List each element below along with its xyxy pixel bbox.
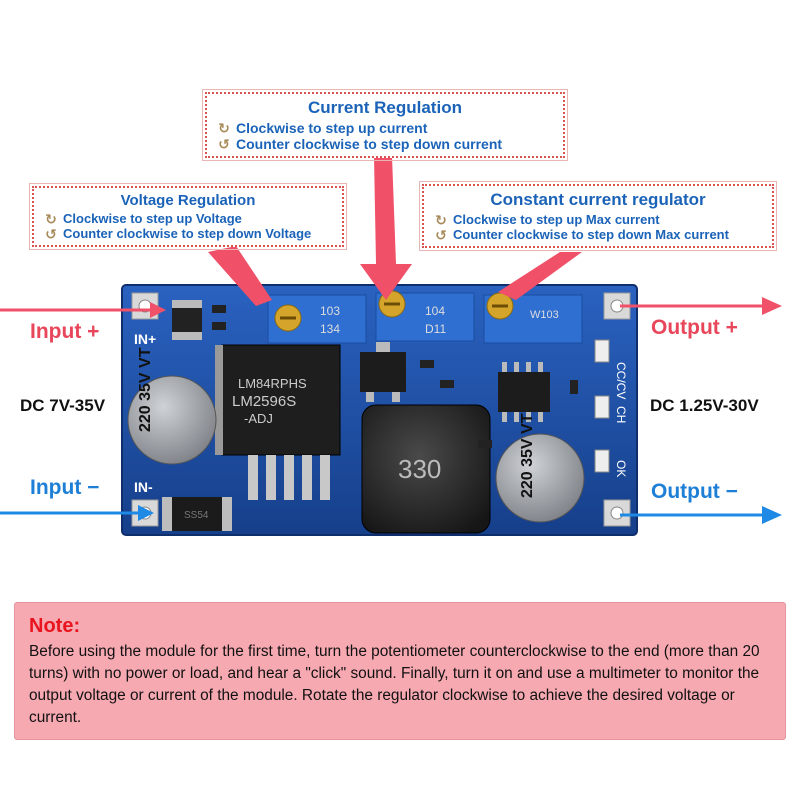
arrow-output-pos-head xyxy=(762,297,782,315)
diode-label: SS54 xyxy=(184,510,209,521)
pot2-bot: D11 xyxy=(425,322,446,336)
label-dc-input-range: DC 7V-35V xyxy=(20,396,106,415)
arrow-input-neg-head xyxy=(138,505,154,521)
callout-constant-current: Constant current regulator ↻ Clockwise t… xyxy=(419,181,777,251)
callout-voltage-ccw: Counter clockwise to step down Voltage xyxy=(63,226,312,241)
note-box: Note: Before using the module for the fi… xyxy=(14,602,786,740)
led-cccv xyxy=(594,339,610,363)
pot2-top: 104 xyxy=(425,304,445,318)
inductor xyxy=(361,404,491,534)
label-dc-output-range: DC 1.25V-30V xyxy=(650,396,759,415)
label-output-negative: Output − xyxy=(651,480,738,503)
inductor-label: 330 xyxy=(398,454,441,484)
led-ch xyxy=(594,395,610,419)
op-amp-ic xyxy=(498,372,550,412)
callout-current-regulation: Current Regulation ↻ Clockwise to step u… xyxy=(202,89,568,161)
clockwise-icon: ↻ xyxy=(45,210,57,227)
counter-clockwise-icon: ↺ xyxy=(435,226,447,243)
silk-in-plus: IN+ xyxy=(134,331,156,347)
arrow-voltage xyxy=(208,246,272,306)
led-ok xyxy=(594,449,610,473)
silk-ok: OK xyxy=(614,460,628,477)
clockwise-icon: ↻ xyxy=(218,120,230,136)
arrow-output-neg-head xyxy=(762,506,782,524)
callout-cc-title: Constant current regulator xyxy=(490,190,706,209)
pot-current: 104 D11 xyxy=(375,290,475,342)
callout-voltage-cw: Clockwise to step up Voltage xyxy=(63,211,242,226)
callout-current-ccw: Counter clockwise to step down current xyxy=(236,136,503,152)
silk-ch: CH xyxy=(614,406,628,423)
callout-voltage-title: Voltage Regulation xyxy=(120,192,256,209)
counter-clockwise-icon: ↺ xyxy=(45,225,57,242)
cap-in-text: 220 35V VT xyxy=(137,347,154,432)
arrow-input-pos-head xyxy=(150,302,166,318)
note-body: Before using the module for the first ti… xyxy=(29,643,760,726)
arrow-cc xyxy=(498,252,582,300)
counter-clockwise-icon: ↺ xyxy=(218,136,230,152)
transistor xyxy=(360,352,406,392)
chip-text-1: LM84RPHS xyxy=(238,376,307,391)
silk-cccv: CC/CV xyxy=(614,362,628,399)
arrow-current xyxy=(360,156,412,300)
pot-constant-current: W103 xyxy=(483,292,583,344)
callout-voltage-regulation: Voltage Regulation ↻ Clockwise to step u… xyxy=(29,183,347,250)
callout-current-cw: Clockwise to step up current xyxy=(236,120,428,136)
cap-out-text: 220 35V VT xyxy=(519,413,536,498)
chip-text-2: LM2596S xyxy=(232,393,296,410)
pot-voltage: 103 134 xyxy=(267,294,367,344)
output-capacitor xyxy=(495,433,585,523)
silk-in-minus: IN- xyxy=(134,479,153,495)
callout-cc-cw: Clockwise to step up Max current xyxy=(453,212,660,227)
label-input-positive: Input + xyxy=(30,320,100,343)
input-capacitor xyxy=(127,375,217,465)
pot1-top: 103 xyxy=(320,304,340,318)
pot3-top: W103 xyxy=(530,309,559,321)
pcb-illustration: IN+ IN- SS54 LM84RPHS LM2596S -ADJ 220 3… xyxy=(0,156,782,536)
note-title: Note: xyxy=(29,615,81,637)
label-output-positive: Output + xyxy=(651,316,738,339)
callout-cc-ccw: Counter clockwise to step down Max curre… xyxy=(453,227,729,242)
callout-current-title: Current Regulation xyxy=(308,98,462,117)
clockwise-icon: ↻ xyxy=(435,211,447,228)
lm2596-chip xyxy=(221,344,341,456)
chip-text-3: -ADJ xyxy=(244,411,273,426)
label-input-negative: Input − xyxy=(30,476,100,499)
schottky-diode xyxy=(162,497,232,531)
pot1-bot: 134 xyxy=(320,322,340,336)
